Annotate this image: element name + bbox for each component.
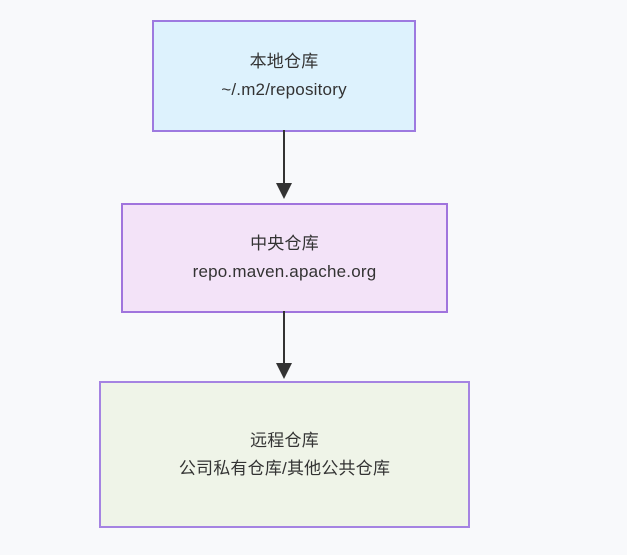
edge-local-to-central-arrowhead xyxy=(276,183,292,199)
edge-central-to-remote-arrowhead xyxy=(276,363,292,379)
node-central-repository-detail: repo.maven.apache.org xyxy=(192,262,377,281)
node-local-repository-heading: 本地仓库 xyxy=(249,52,319,72)
edge-central-to-remote xyxy=(276,311,292,379)
edge-local-to-central xyxy=(276,130,292,199)
node-central-repository-heading: 中央仓库 xyxy=(250,234,319,254)
node-remote-repository-detail: 公司私有仓库/其他公共仓库 xyxy=(178,458,391,478)
node-central-repository[interactable]: 中央仓库 repo.maven.apache.org xyxy=(121,203,448,313)
node-remote-repository-heading: 远程仓库 xyxy=(250,430,319,450)
node-remote-repository[interactable]: 远程仓库 公司私有仓库/其他公共仓库 xyxy=(99,381,470,528)
node-local-repository-detail: ~/.m2/repository xyxy=(221,80,347,99)
node-local-repository[interactable]: 本地仓库 ~/.m2/repository xyxy=(152,20,416,132)
